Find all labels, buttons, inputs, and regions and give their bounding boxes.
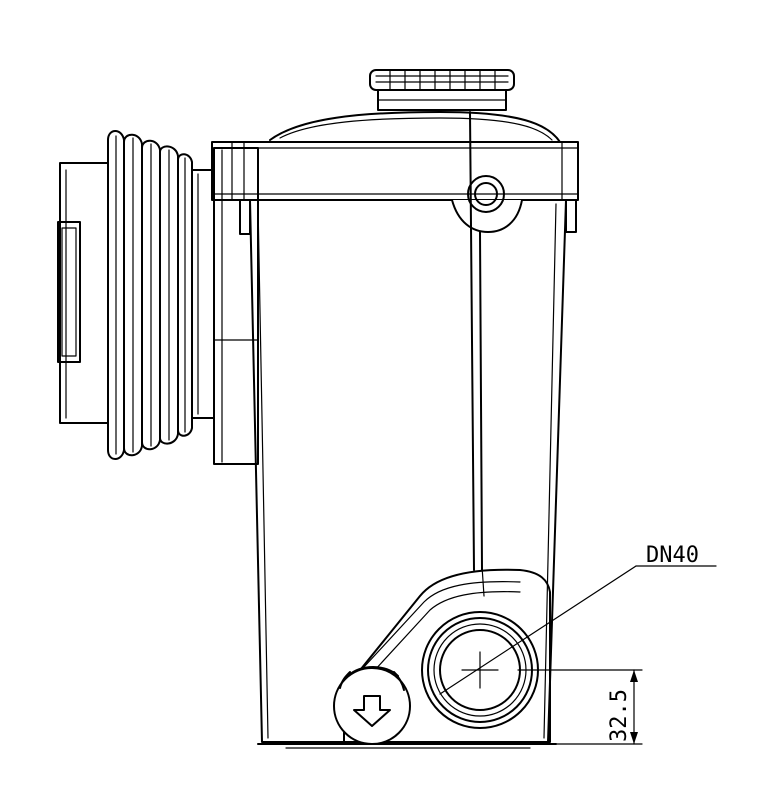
height-dimension-label: 32.5: [607, 689, 632, 742]
side-inlet-coupling: [57, 130, 259, 465]
inlet-sleeve: [59, 162, 113, 424]
lid-dome: [269, 111, 561, 143]
dn40-label: DN40: [646, 543, 699, 568]
inlet-flange: [191, 169, 215, 419]
right-latch: [565, 199, 577, 233]
outlet-housing: [343, 565, 551, 743]
lid-rim: [211, 141, 579, 235]
dimension-arrow-bottom: [630, 732, 638, 744]
outlet-housing-outline: [343, 568, 551, 743]
arrow-down-icon: [353, 695, 391, 727]
drain-plug: [333, 666, 411, 745]
cap-grip-ridges: [389, 69, 496, 91]
dimension-arrow-top: [630, 670, 638, 682]
inlet-clip: [57, 221, 81, 363]
rubber-bellows: [107, 130, 193, 460]
left-latch: [239, 199, 251, 235]
top-cap: [269, 69, 561, 143]
rim-screw: [467, 175, 505, 213]
dn40-leader-line: [439, 565, 637, 695]
rim-tab: [451, 199, 523, 233]
cap-knob: [369, 69, 515, 91]
height-dimension: 32.5: [517, 669, 643, 745]
body-seam-line: [469, 111, 475, 571]
rim-band: [211, 141, 579, 201]
dn40-callout: DN40: [439, 543, 717, 695]
